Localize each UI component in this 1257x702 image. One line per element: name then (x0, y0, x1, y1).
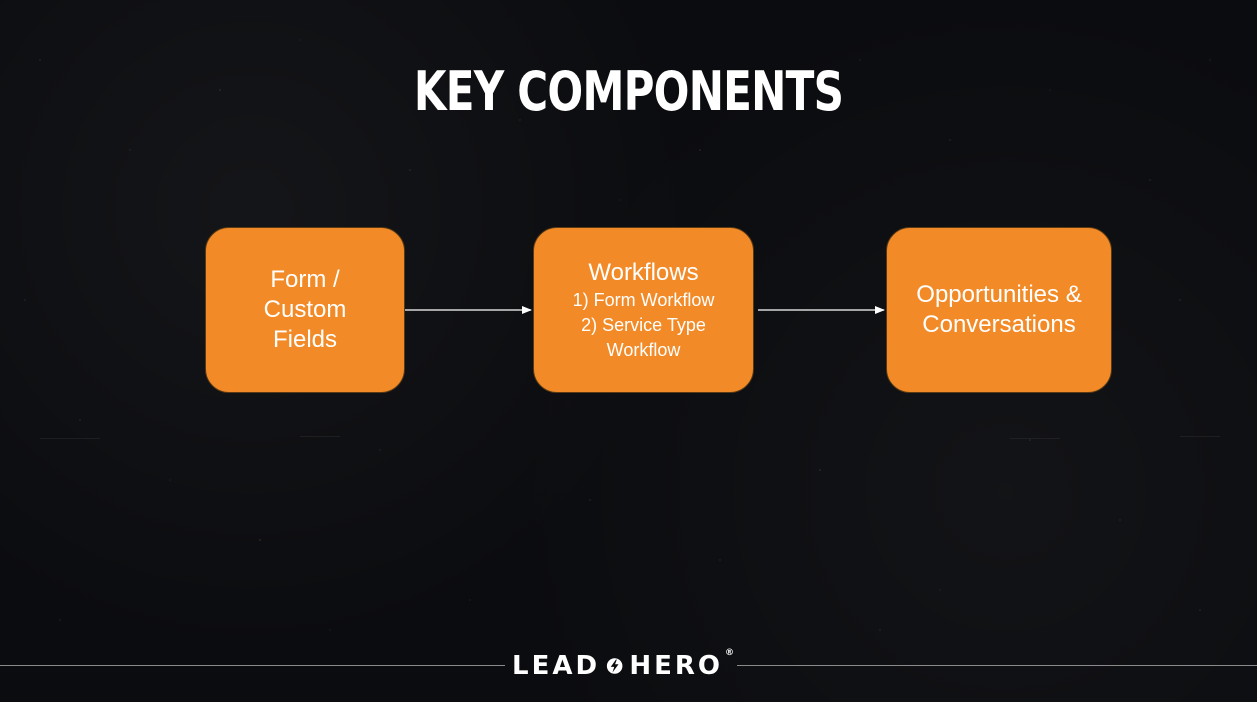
box-workflows-item: 1) Form Workflow (572, 289, 715, 310)
footer-divider-right (737, 665, 1257, 666)
logo-word-hero: HERO (629, 651, 723, 681)
footer-divider-left (0, 665, 505, 666)
box-workflows-title: Workflows (588, 258, 699, 286)
box-opportunities-conversations: Opportunities & Conversations (886, 227, 1112, 393)
box-form-custom-fields-label: Form / Custom Fields (263, 266, 347, 353)
registered-mark: ® (725, 648, 734, 658)
logo-word-lead: LEAD (512, 651, 601, 681)
box-form-custom-fields: Form / Custom Fields (205, 227, 405, 393)
lead-hero-logo: LEAD HERO ® (512, 644, 734, 688)
slide-title: KEY COMPONENTS (413, 60, 844, 123)
box-opportunities-conversations-label: Opportunities & Conversations (916, 281, 1082, 338)
lightning-bolt-icon (606, 658, 623, 674)
box-workflows: Workflows 1) Form Workflow 2) Service Ty… (533, 227, 754, 393)
box-workflows-item: 2) Service Type Workflow (581, 314, 706, 360)
